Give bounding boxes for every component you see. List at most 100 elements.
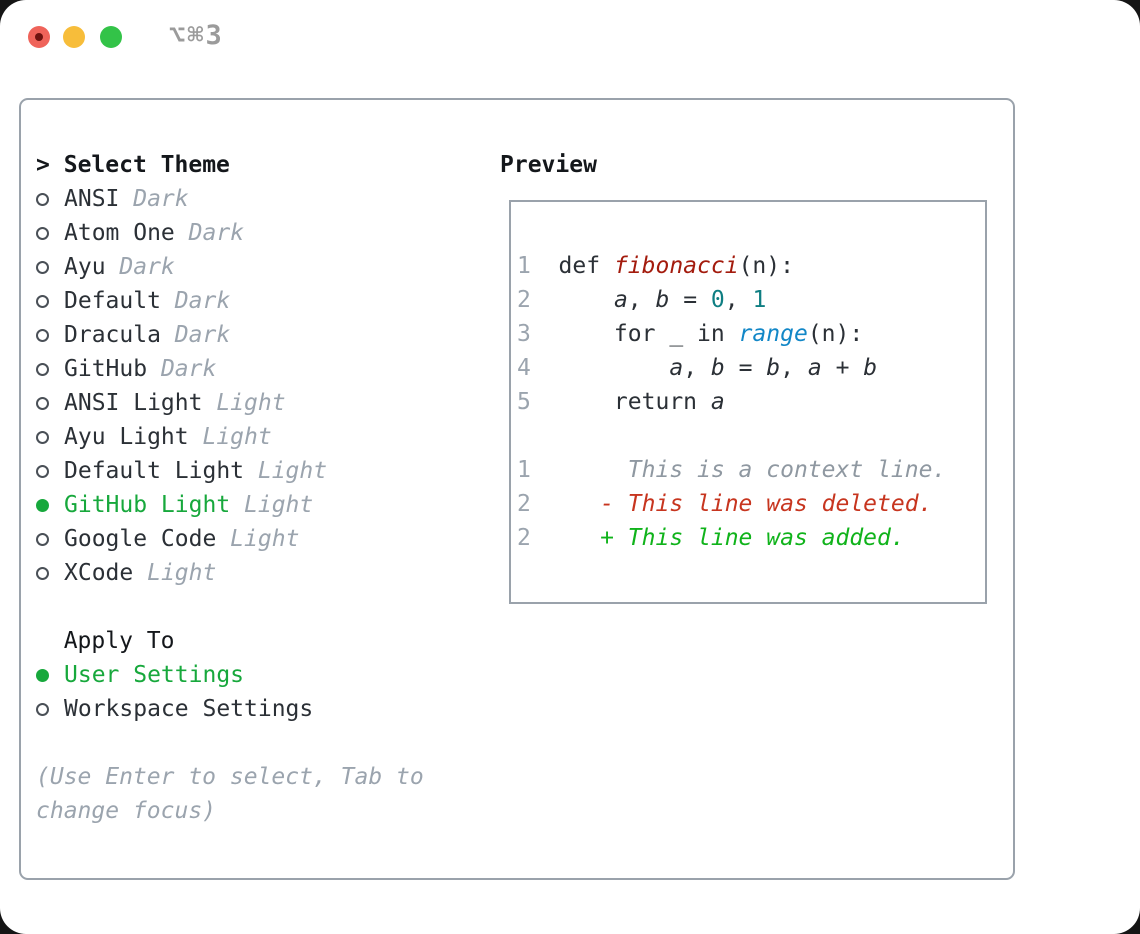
hint-line-1: (Use Enter to select, Tab to [36,764,424,790]
theme-variant-tag: Dark [119,186,189,212]
code-segment: (n): [807,321,864,347]
radio-selected-icon [36,499,49,512]
theme-variant-tag: Light [216,526,300,552]
theme-variant-tag: Dark [147,356,217,382]
code-segment [559,287,614,313]
code-line: 2 - This line was deleted. [517,487,985,521]
code-segment: , [683,355,711,381]
code-segment: a [807,355,822,381]
line-number: 5 [517,389,559,415]
apply-option-label: User Settings [64,662,245,688]
apply-option-user-settings[interactable]: User Settings [36,658,424,692]
radio-icon [36,533,49,546]
apply-option-label: Workspace Settings [64,696,314,722]
window-shortcut-label: ⌥⌘3 [169,20,224,51]
select-theme-header: > Select Theme [36,148,424,182]
line-number: 1 [517,457,559,483]
theme-item-ayu-light[interactable]: Ayu Light Light [36,420,424,454]
theme-name: Ayu Light [64,424,189,450]
minimize-button[interactable] [63,26,85,48]
code-segment: range [738,321,808,347]
radio-icon [36,703,49,716]
zoom-button[interactable] [100,26,122,48]
apply-to-title: Apply To [63,628,175,654]
theme-name: GitHub Light [64,492,231,518]
line-number: 1 [517,253,559,279]
code-segment: def [558,253,614,279]
theme-variant-tag: Dark [174,220,245,246]
theme-name: Default [64,288,161,314]
spacer [36,726,424,760]
code-line: 5 return a [517,385,985,419]
code-segment: for _ in [558,321,739,347]
theme-item-ayu[interactable]: Ayu Dark [36,250,424,284]
prompt-icon: > [36,152,50,178]
radio-icon [36,261,49,274]
theme-item-ansi-light[interactable]: ANSI Light Light [36,386,424,420]
code-segment: , [780,355,808,381]
code-line: 3 for _ in range(n): [517,317,985,351]
theme-item-default-light[interactable]: Default Light Light [36,454,424,488]
hint-line-2: change focus) [36,798,217,824]
line-number: 3 [517,321,559,347]
radio-selected-icon [36,669,49,682]
code-line: 1 def fibonacci(n): [517,249,985,283]
code-segment: This is a context line. [558,457,947,483]
code-segment: a [669,355,684,381]
code-segment: fibonacci [613,253,739,279]
code-segment: b [863,355,878,381]
code-line: 2 + This line was added. [517,521,985,555]
code-line: 1 This is a context line. [517,453,985,487]
theme-item-dracula[interactable]: Dracula Dark [36,318,424,352]
code-segment: a [613,287,628,313]
theme-name: Atom One [64,220,175,246]
theme-name: GitHub [64,356,148,382]
theme-variant-tag: Dark [160,322,231,348]
radio-icon [36,465,49,478]
theme-item-default[interactable]: Default Dark [36,284,424,318]
theme-name: Dracula [64,322,161,348]
theme-variant-tag: Dark [105,254,175,280]
radio-icon [36,295,49,308]
code-segment: = [669,287,711,313]
theme-item-github-light[interactable]: GitHub Light Light [36,488,424,522]
code-line: 2 a, b = 0, 1 [517,283,985,317]
select-theme-title: Select Theme [63,152,230,178]
theme-name: XCode [64,560,134,586]
code-segment: b [766,355,781,381]
theme-name: ANSI Light [64,390,203,416]
radio-icon [36,329,49,342]
code-segment: b [710,355,725,381]
close-button[interactable] [28,26,50,48]
line-number: 2 [517,491,559,517]
line-number: 2 [517,287,559,313]
theme-name: Google Code [64,526,217,552]
code-segment: + [821,355,864,381]
theme-variant-tag: Light [188,424,272,450]
theme-variant-tag: Light [230,492,314,518]
code-segment: 1 [752,287,767,313]
code-segment: = [724,355,767,381]
apply-to-header: Apply To [36,624,424,658]
code-segment: 0 [710,287,725,313]
line-number: 4 [517,355,559,381]
theme-item-github[interactable]: GitHub Dark [36,352,424,386]
code-line: 4 a, b = b, a + b [517,351,985,385]
code-segment: a [710,389,725,415]
theme-item-google-code[interactable]: Google Code Light [36,522,424,556]
theme-item-xcode[interactable]: XCode Light [36,556,424,590]
apply-option-workspace-settings[interactable]: Workspace Settings [36,692,424,726]
radio-icon [36,431,49,444]
theme-variant-tag: Light [202,390,286,416]
theme-item-atom-one[interactable]: Atom One Dark [36,216,424,250]
radio-icon [36,193,49,206]
code-segment: - This line was deleted. [558,491,933,517]
code-segment: return [558,389,711,415]
theme-item-ansi[interactable]: ANSI Dark [36,182,424,216]
theme-name: ANSI [64,186,120,212]
